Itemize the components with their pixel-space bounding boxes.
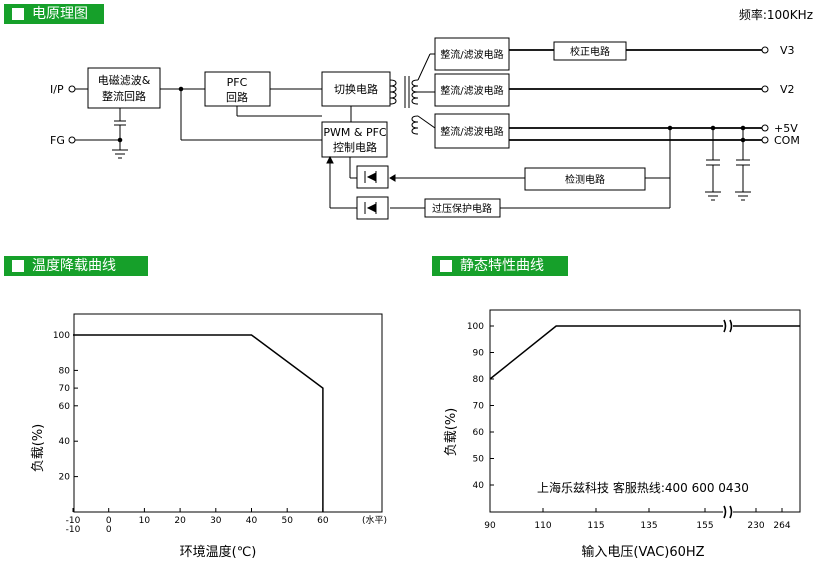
derating-x-tick-label: 10: [139, 516, 151, 526]
derating-y-tick-label: 80: [59, 366, 71, 376]
derating-x-tick-label: 60: [317, 516, 329, 526]
static-y-tick-label: 100: [467, 322, 484, 332]
derating-x-tick-label-row2: 0: [106, 525, 112, 535]
pwm-line2: 控制电路: [333, 140, 377, 154]
switch-label: 切换电路: [334, 82, 378, 96]
static-x-tick-label: 264: [773, 521, 790, 531]
static-x-label: 输入电压(VAC)60HZ: [581, 544, 704, 560]
ip-terminal: [68, 85, 76, 93]
emi-line2: 整流回路: [102, 89, 146, 103]
watermark: 上海乐兹科技 客服热线:400 600 0430: [537, 480, 749, 495]
static-y-label: 负载(%): [444, 408, 459, 457]
derating-header: 温度降载曲线: [4, 256, 148, 276]
correction-label: 校正电路: [570, 45, 610, 58]
static-y-tick-label: 70: [473, 402, 485, 412]
fg-label: FG: [50, 134, 65, 147]
rectifier-label-v1: 整流/滤波电路: [440, 125, 503, 138]
static-x-tick-label: 230: [747, 521, 764, 531]
pfc-line2: 回路: [226, 91, 248, 104]
derating-y-tick-label: 60: [59, 402, 71, 412]
derating-header-title: 温度降载曲线: [32, 258, 116, 274]
ground-icon: [735, 191, 751, 201]
axis-break-icon: [723, 505, 733, 521]
static-y-tick-label: 60: [473, 428, 485, 438]
pwm-line1: PWM & PFC: [323, 126, 387, 139]
square-icon: [12, 8, 24, 20]
static-x-tick-label: 155: [696, 521, 713, 531]
static-plot-area: [489, 309, 801, 513]
ip-label: I/P: [50, 83, 64, 96]
static-header-title: 静态特性曲线: [460, 258, 544, 274]
emi-line1: 电磁滤波&: [98, 74, 151, 87]
v3-label: V3: [780, 44, 795, 57]
pfc-line1: PFC: [227, 76, 248, 89]
ovp-label: 过压保护电路: [432, 202, 492, 215]
static-y-tick-label: 40: [473, 481, 485, 491]
static-series-line: [489, 325, 800, 380]
derating-x-label: 环境温度(℃): [180, 544, 257, 560]
derating-y-tick-label: 20: [59, 473, 71, 483]
correction-box: [553, 41, 627, 61]
block-diagram: I/P FG 电磁滤波& 整流回路 PFC 回路 切换电路 PWM & PFC …: [50, 37, 800, 220]
detect-label: 检测电路: [565, 173, 605, 186]
fg-terminal: [68, 136, 76, 144]
rectifier-box-v1: [434, 113, 510, 149]
rectifier-box-v3: [434, 37, 510, 71]
ground-icon: [705, 191, 721, 201]
static-y-tick-label: 80: [473, 375, 485, 385]
static-x-tick-label: 135: [640, 521, 657, 531]
static-x-tick-label: 115: [587, 521, 604, 531]
static-y-tick-label: 90: [473, 349, 485, 359]
derating-series-line: [73, 334, 324, 512]
derating-x-tick-label: 50: [281, 516, 293, 526]
square-icon: [12, 260, 24, 272]
emi-filter-box: [87, 67, 161, 109]
axis-break-icon: [723, 318, 733, 334]
static-y-tick-label: 50: [473, 455, 485, 465]
derating-x-tick-label: 40: [246, 516, 258, 526]
derating-plot-area: [73, 313, 383, 513]
derating-y-label: 负载(%): [31, 424, 46, 473]
derating-x-unit: (水平): [362, 514, 387, 526]
frequency-label: 频率:100KHz: [738, 8, 813, 22]
static-x-tick-label: 90: [484, 521, 496, 531]
static-x-tick-label: 110: [534, 521, 551, 531]
derating-y-tick-label: 70: [59, 384, 71, 394]
derating-x-tick-label: 0: [106, 516, 112, 526]
v2-label: V2: [780, 83, 795, 96]
detect-box: [524, 167, 646, 191]
rectifier-label-v2: 整流/滤波电路: [440, 84, 503, 97]
static-header: 静态特性曲线: [432, 256, 568, 276]
derating-y-tick-label: 100: [53, 331, 70, 341]
v5-label: +5V: [774, 122, 798, 135]
derating-x-tick-label: 20: [174, 516, 186, 526]
derating-x-tick-label-row2: -10: [66, 525, 81, 535]
derating-x-tick-label: 30: [210, 516, 222, 526]
schematic-header-title: 电原理图: [32, 6, 88, 22]
derating-x-tick-label: -10: [66, 516, 81, 526]
rectifier-box-v2: [434, 73, 510, 107]
com-label: COM: [774, 134, 800, 147]
transformer-icon: [389, 76, 419, 135]
schematic-header: 电原理图: [4, 4, 104, 24]
pwm-control-box: [321, 121, 388, 158]
ground-icon: [112, 149, 128, 159]
square-icon: [440, 260, 452, 272]
derating-y-tick-label: 40: [59, 437, 71, 447]
switch-box: [321, 71, 391, 107]
rectifier-label-v3: 整流/滤波电路: [440, 48, 503, 61]
